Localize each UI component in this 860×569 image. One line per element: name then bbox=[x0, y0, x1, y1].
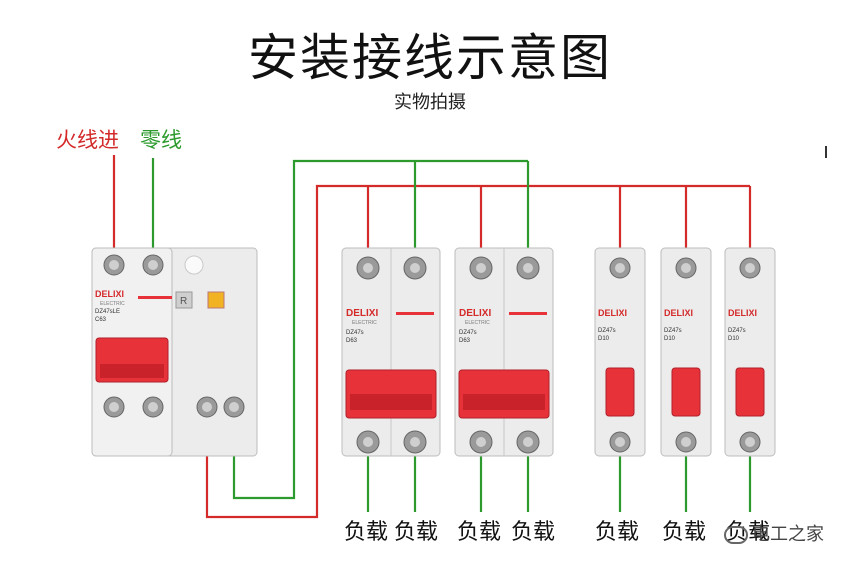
svg-text:DZ47s: DZ47s bbox=[728, 328, 746, 334]
single-pole-breaker-2: DELIXI DZ47s D10 bbox=[660, 247, 712, 457]
main-rcd-breaker: DELIXI ELECTRIC DZ47sLE C63 R bbox=[91, 247, 258, 457]
svg-text:D10: D10 bbox=[598, 336, 610, 342]
neutral-label: 零线 bbox=[140, 128, 182, 152]
double-pole-breaker-1: DELIXI ELECTRIC DZ47s D63 bbox=[341, 247, 441, 457]
load-label-5: 负载 bbox=[595, 520, 640, 545]
svg-text:DZ47s: DZ47s bbox=[459, 330, 477, 336]
svg-text:D10: D10 bbox=[664, 336, 676, 342]
test-button-label: R bbox=[180, 296, 187, 307]
svg-text:ELECTRIC: ELECTRIC bbox=[100, 301, 125, 307]
main-model: DZ47sLE bbox=[95, 309, 120, 315]
svg-text:D63: D63 bbox=[346, 338, 358, 344]
svg-text:DELIXI: DELIXI bbox=[346, 308, 378, 319]
svg-text:DELIXI: DELIXI bbox=[664, 308, 693, 318]
main-rating: C63 bbox=[95, 317, 107, 323]
double-pole-breaker-2: DELIXI ELECTRIC DZ47s D63 bbox=[454, 247, 554, 457]
svg-text:D10: D10 bbox=[728, 336, 740, 342]
single-pole-breaker-3: DELIXI DZ47s D10 bbox=[724, 247, 776, 457]
live-output-wire bbox=[205, 184, 750, 519]
svg-text:DZ47s: DZ47s bbox=[664, 328, 682, 334]
load-label-1: 负载 bbox=[344, 520, 389, 545]
page-title: 安装接线示意图 bbox=[248, 29, 612, 87]
main-brand: DELIXI bbox=[95, 289, 124, 299]
live-in-label: 火线进 bbox=[56, 128, 119, 152]
svg-text:ELECTRIC: ELECTRIC bbox=[465, 320, 490, 326]
single-pole-breaker-1: DELIXI DZ47s D10 bbox=[594, 247, 646, 457]
svg-text:DELIXI: DELIXI bbox=[598, 308, 627, 318]
svg-text:D63: D63 bbox=[459, 338, 471, 344]
load-label-6: 负载 bbox=[662, 520, 707, 545]
load-label-3: 负载 bbox=[457, 520, 502, 545]
load-label-4: 负载 bbox=[511, 520, 556, 545]
neutral-wires bbox=[151, 158, 530, 500]
svg-text:DELIXI: DELIXI bbox=[459, 308, 491, 319]
watermark-text: 电工之家 bbox=[752, 524, 824, 545]
svg-text:DZ47s: DZ47s bbox=[598, 328, 616, 334]
wechat-icon bbox=[724, 526, 748, 544]
page-subtitle: 实物拍摄 bbox=[394, 92, 466, 113]
svg-text:DZ47s: DZ47s bbox=[346, 330, 364, 336]
watermark: 电工之家 bbox=[724, 520, 824, 546]
svg-text:DELIXI: DELIXI bbox=[728, 308, 757, 318]
load-wires bbox=[366, 452, 752, 512]
edge-mark bbox=[825, 146, 827, 158]
load-label-2: 负载 bbox=[394, 520, 439, 545]
svg-text:ELECTRIC: ELECTRIC bbox=[352, 320, 377, 326]
neutral-output-wire bbox=[232, 159, 528, 500]
